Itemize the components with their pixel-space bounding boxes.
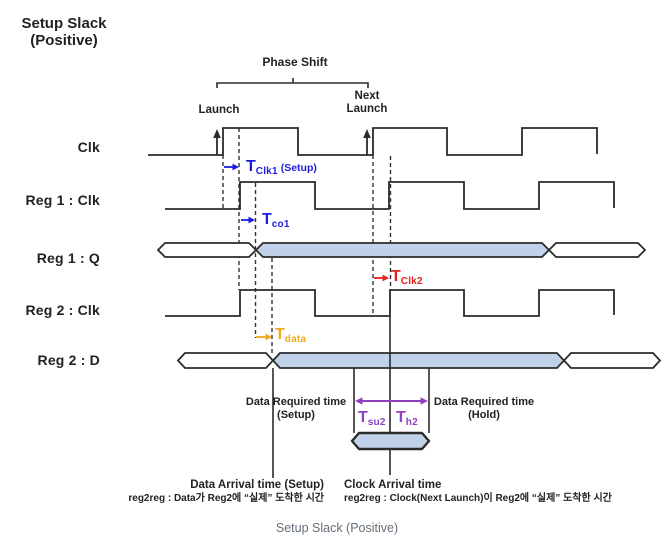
th2-subscript: h2 (405, 417, 418, 428)
tco1-arrowhead (248, 216, 255, 224)
tco1-subscript: co1 (271, 219, 290, 230)
next-launch-line1: Next (354, 90, 380, 102)
tclk2-subscript: Clk2 (400, 276, 423, 287)
launch-label: Launch (198, 104, 240, 116)
data-arrival-subtitle: reg2reg : Data가 Reg2에 “실제” 도착한 시간 (128, 493, 324, 504)
reg1-clk-waveform (165, 181, 615, 210)
reg2-clk-waveform (165, 289, 615, 317)
clock-arrival-label: Clock Arrival time reg2reg : Clock(Next … (344, 479, 644, 505)
reg2-d-bus-next (562, 352, 662, 369)
clk-waveform (148, 127, 598, 156)
data-required-hold-label: Data Required time (Hold) (428, 396, 540, 421)
waveforms (148, 127, 615, 317)
reg2-d-bus (176, 352, 662, 369)
data-required-setup-line2: (Setup) (277, 408, 315, 421)
tco1-label: Tco1 (262, 211, 290, 234)
data-arrival-title: Data Arrival time (Setup) (190, 479, 324, 491)
th2-label: Th2 (396, 409, 418, 432)
next-launch-line2: Launch (346, 102, 388, 115)
phase-shift-bracket (216, 78, 369, 88)
data-required-hold-line1: Data Required time (433, 396, 535, 408)
row-label-reg2-d: Reg 2 : D (37, 352, 100, 368)
row-label-reg1-clk: Reg 1 : Clk (25, 192, 100, 208)
page-title-line1: Setup Slack (21, 15, 107, 32)
tclk1-suffix: (Setup) (280, 162, 317, 174)
tsu2-symbol: T (358, 409, 368, 426)
reg1-q-bus-old (156, 242, 258, 258)
data-arrival-label: Data Arrival time (Setup) reg2reg : Data… (60, 479, 324, 505)
span-arrowhead-right (420, 397, 428, 405)
data-required-hold-line2: (Hold) (468, 408, 500, 421)
row-label-reg1-q: Reg 1 : Q (36, 250, 100, 266)
tdata-label: Tdata (275, 326, 306, 349)
tclk1-label: TClk1(Setup) (246, 158, 317, 181)
tclk1-arrowhead (232, 163, 239, 171)
page-title-line2: (Positive) (30, 32, 98, 49)
tco1-symbol: T (262, 211, 272, 228)
tdata-arrowhead (265, 333, 272, 341)
row-label-clk: Clk (77, 139, 100, 155)
setup-hold-window-capsule (350, 431, 431, 451)
launch-arrows (213, 129, 371, 155)
th2-symbol: T (396, 409, 406, 426)
tdata-symbol: T (275, 326, 285, 343)
reg2-d-bus-old (176, 352, 275, 369)
tclk2-arrowhead (382, 274, 389, 282)
reg1-q-bus-new (254, 242, 551, 258)
tclk2-symbol: T (391, 268, 401, 285)
row-label-reg2-clk: Reg 2 : Clk (25, 302, 100, 318)
data-required-setup-label: Data Required time (Setup) (240, 396, 352, 421)
timing-arrows (224, 163, 428, 405)
next-launch-label: Next Launch (332, 90, 402, 115)
data-required-setup-line1: Data Required time (245, 396, 347, 408)
tclk2-label: TClk2 (391, 268, 423, 291)
launch-arrowhead (213, 129, 221, 138)
tsu2-subscript: su2 (367, 417, 386, 428)
span-arrowhead-left (355, 397, 363, 405)
figure-caption: Setup Slack (Positive) (275, 521, 399, 535)
reg1-q-bus-next (547, 242, 647, 258)
reg2-d-bus-new (271, 352, 566, 369)
tclk1-subscript: Clk1 (255, 166, 278, 177)
tdata-subscript: data (284, 334, 307, 345)
tclk1-symbol: T (246, 158, 256, 175)
page-title: Setup Slack (Positive) (8, 15, 120, 49)
phase-shift-label: Phase Shift (262, 55, 328, 69)
next-launch-arrowhead (363, 129, 371, 138)
clock-arrival-title: Clock Arrival time (344, 479, 442, 491)
tsu2-label: Tsu2 (358, 409, 386, 432)
reg1-q-bus (156, 242, 647, 258)
clock-arrival-subtitle: reg2reg : Clock(Next Launch)이 Reg2에 “실제”… (344, 493, 612, 504)
